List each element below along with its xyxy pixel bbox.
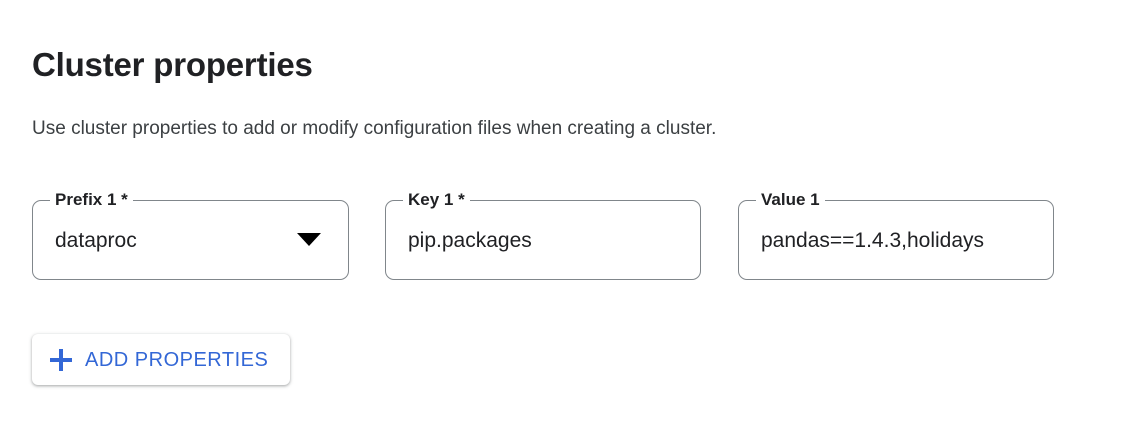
plus-icon	[50, 348, 72, 371]
add-properties-button[interactable]: ADD PROPERTIES	[32, 334, 291, 385]
value-field-label: Value 1	[756, 190, 825, 209]
prefix-field-value: dataproc	[55, 229, 137, 252]
key-input-field[interactable]: Key 1 * pip.packages	[385, 190, 701, 280]
prefix-select-field[interactable]: Prefix 1 * dataproc	[32, 190, 349, 280]
dropdown-arrow-icon[interactable]	[297, 233, 321, 246]
value-field-value: pandas==1.4.3,holidays	[761, 229, 985, 252]
key-field-label: Key 1 *	[403, 190, 470, 209]
section-description: Use cluster properties to add or modify …	[32, 118, 717, 139]
page-title: Cluster properties	[32, 46, 313, 84]
prefix-field-label: Prefix 1 *	[50, 190, 133, 209]
key-field-value: pip.packages	[408, 229, 532, 252]
value-input-field[interactable]: Value 1 pandas==1.4.3,holidays	[738, 190, 1054, 280]
add-properties-button-label: ADD PROPERTIES	[85, 348, 269, 371]
